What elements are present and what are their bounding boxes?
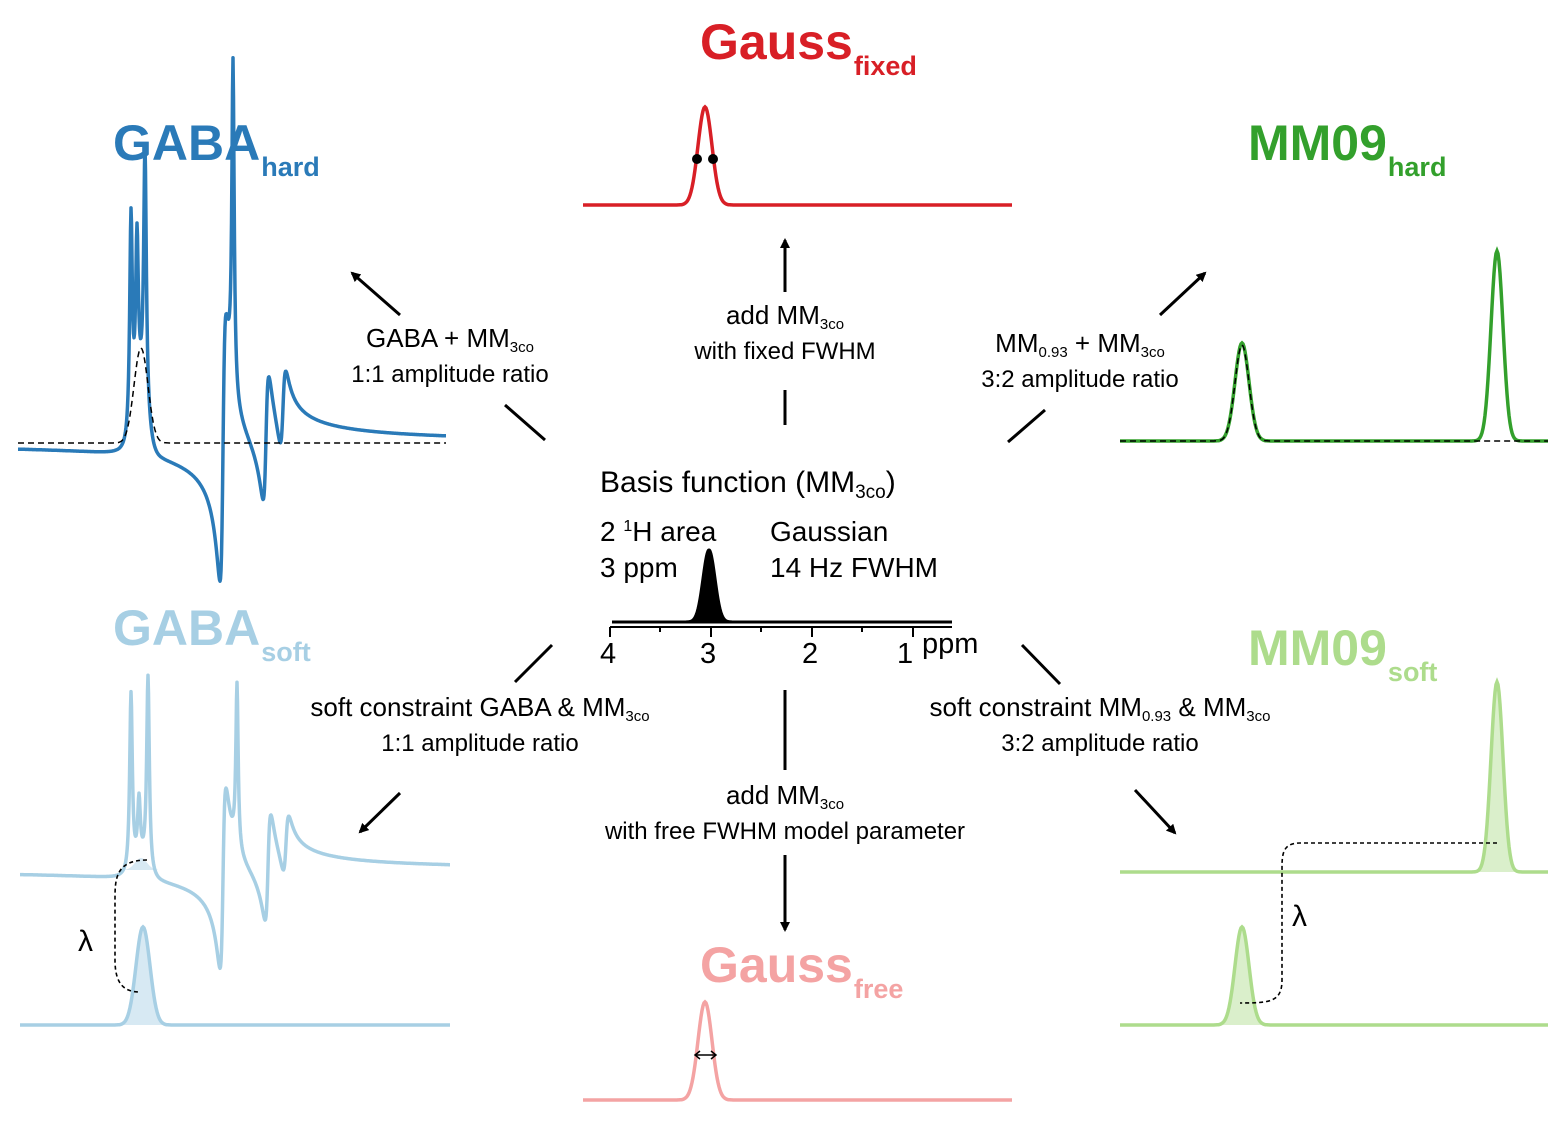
label-text: MM	[995, 328, 1039, 358]
area-text: H area	[632, 516, 717, 547]
fwhm-dot-left	[692, 154, 702, 164]
axis-unit-label: ppm	[922, 628, 979, 660]
fwhm-dot-right	[708, 154, 718, 164]
label-sub: 0.93	[1141, 708, 1172, 725]
title-main: GABA	[113, 115, 261, 171]
center-title-end: )	[885, 466, 896, 499]
axis-tick-label-1: 1	[897, 638, 914, 670]
center-basis-plot	[609, 548, 952, 637]
lambda-right: λ	[1292, 900, 1307, 933]
gaba-hard-mm-component-dashed	[18, 346, 446, 444]
title-sub: fixed	[853, 51, 917, 81]
title-sub: soft	[261, 637, 311, 667]
area-number: 2	[600, 516, 624, 547]
label-text: with free FWHM model parameter	[604, 818, 966, 845]
title-gaba-hard: GABAhard	[113, 115, 320, 181]
lambda-link-left	[114, 859, 148, 993]
gauss-free-plot	[583, 999, 1012, 1102]
label-bottom-arrow: add MM3co with free FWHM model parameter	[565, 780, 1005, 847]
center-title-text: Basis function (MM	[600, 466, 856, 499]
label-text: 1:1 amplitude ratio	[381, 730, 579, 757]
lambda-left: λ	[78, 925, 93, 958]
title-mm09-soft: MM09soft	[1248, 620, 1437, 686]
label-sub: 3co	[625, 708, 650, 725]
label-text: add MM	[725, 780, 820, 810]
title-main: MM09	[1248, 115, 1387, 171]
fwhm-double-arrow	[693, 1050, 718, 1060]
label-text: 3:2 amplitude ratio	[981, 366, 1179, 393]
center-shape: Gaussian	[770, 516, 889, 547]
title-sub: hard	[1387, 152, 1447, 182]
mm09-soft-plot	[1120, 677, 1548, 1027]
label-text: soft constraint GABA & MM	[310, 692, 626, 722]
label-text: & MM	[1171, 692, 1247, 722]
title-sub: free	[853, 974, 904, 1004]
title-gauss-free: Gaussfree	[700, 937, 903, 1003]
center-fwhm: 14 Hz FWHM	[770, 552, 938, 583]
label-sub: 0.93	[1038, 344, 1068, 361]
center-basis-peak	[612, 548, 952, 624]
gaba-soft-plot	[18, 673, 452, 1027]
axis-tick-label-4: 4	[600, 638, 617, 670]
label-sub: 3co	[1246, 708, 1271, 725]
title-sub: hard	[261, 152, 320, 182]
label-text: GABA + MM	[366, 323, 510, 353]
title-main: Gauss	[700, 937, 853, 993]
title-gaba-soft: GABAsoft	[113, 600, 311, 666]
center-title-sub: 3co	[855, 482, 886, 503]
label-sub: 3co	[819, 796, 845, 813]
gauss-fixed-plot	[583, 104, 1012, 207]
label-text: 3:2 amplitude ratio	[1001, 730, 1199, 757]
label-sub: 3co	[819, 316, 845, 333]
label-bottom-left-arrow: soft constraint GABA & MM3co 1:1 amplitu…	[275, 692, 685, 759]
label-text: add MM	[725, 300, 820, 330]
center-ppm-position: 3 ppm	[600, 552, 678, 583]
gaba-soft-shaded-peak-top	[125, 858, 158, 870]
center-area: 2 1H area	[600, 516, 716, 548]
title-main: Gauss	[700, 14, 853, 70]
title-gauss-fixed: Gaussfixed	[700, 14, 917, 80]
axis-tick-label-2: 2	[802, 638, 819, 670]
title-main: MM09	[1248, 620, 1387, 676]
axis-tick-label-3: 3	[700, 638, 717, 670]
title-main: GABA	[113, 600, 261, 656]
label-top-left-arrow: GABA + MM3co 1:1 amplitude ratio	[330, 323, 570, 390]
label-sub: 3co	[509, 339, 534, 356]
label-text: soft constraint MM	[929, 692, 1142, 722]
label-text: 1:1 amplitude ratio	[351, 361, 549, 388]
arrow-bottom-left	[358, 643, 554, 834]
center-title: Basis function (MM3co)	[600, 466, 896, 504]
gaba-hard-plot	[16, 56, 448, 583]
mm09-hard-plot	[1120, 246, 1548, 443]
lambda-link-right	[1239, 842, 1497, 1004]
title-sub: soft	[1387, 657, 1438, 687]
arrow-top-left	[350, 271, 546, 442]
label-sub: 3co	[1140, 344, 1165, 361]
area-superscript: 1	[623, 518, 633, 535]
label-text: with fixed FWHM	[694, 338, 876, 365]
mm09-hard-mm-component-dashed	[1120, 343, 1548, 442]
title-mm09-hard: MM09hard	[1248, 115, 1446, 181]
label-text: + MM	[1067, 328, 1141, 358]
label-bottom-right-arrow: soft constraint MM0.93 & MM3co 3:2 ampli…	[895, 692, 1305, 759]
label-top-arrow: add MM3co with fixed FWHM	[665, 300, 905, 367]
arrow-top-right	[1007, 271, 1207, 444]
label-top-right-arrow: MM0.93 + MM3co 3:2 amplitude ratio	[960, 328, 1200, 395]
arrow-bottom-right	[1020, 643, 1177, 835]
gaba-soft-mm-shaded	[118, 927, 168, 1025]
